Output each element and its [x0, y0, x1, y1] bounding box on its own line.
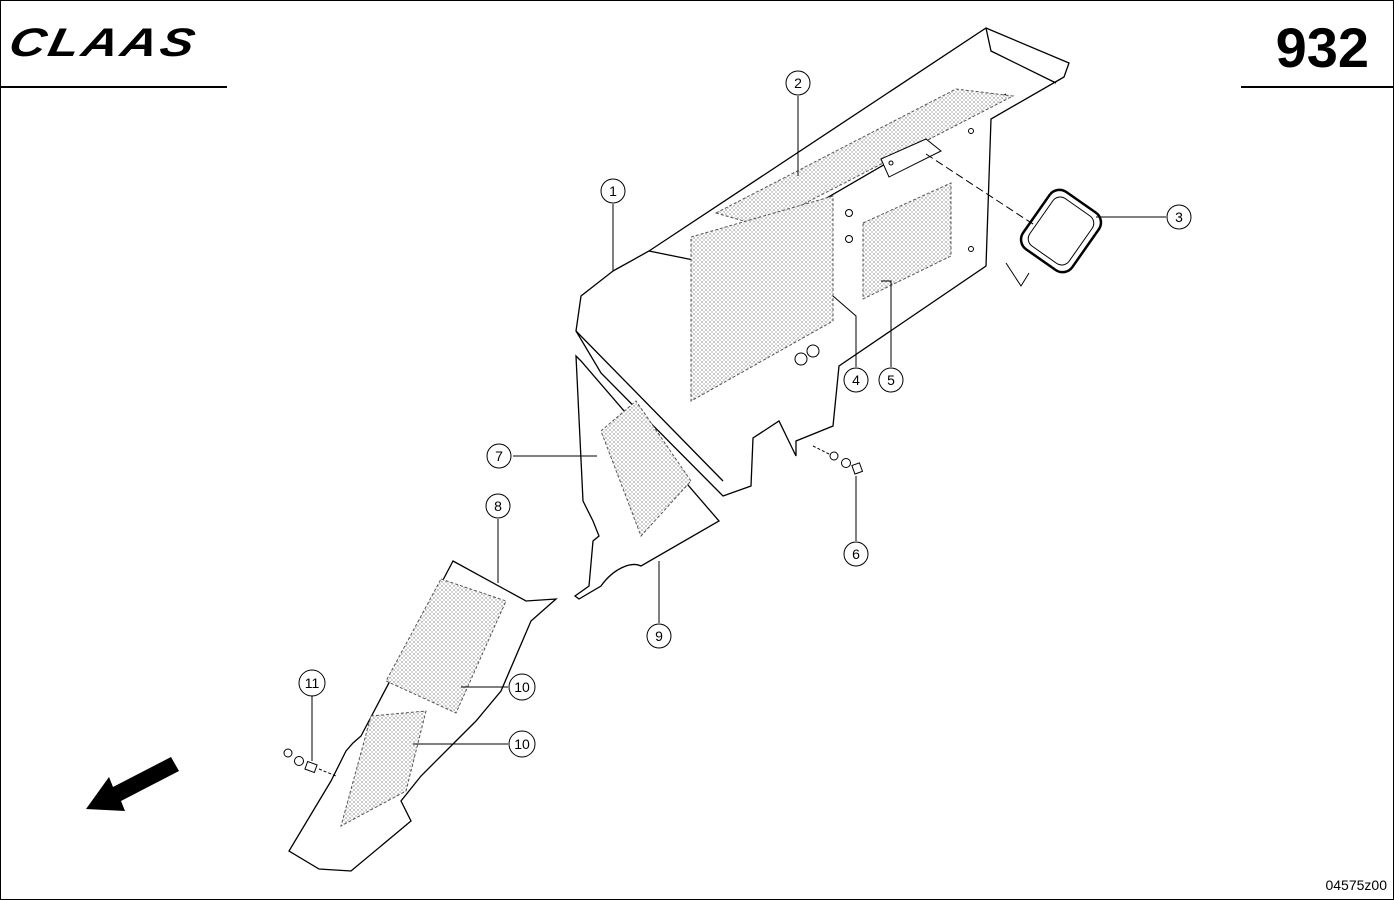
right-screen-panel: [862, 182, 952, 300]
window-dash-line: [925, 153, 1037, 227]
fastener-set-left: [283, 748, 337, 777]
left-screen-panel: [690, 195, 834, 402]
callout-label-9: 9: [655, 628, 663, 644]
callout-5: 5: [878, 367, 904, 393]
page-number: 932: [1275, 16, 1369, 79]
cover-screen-upper: [385, 578, 507, 714]
callout-2: 2: [785, 70, 811, 96]
callout-label-11: 11: [305, 675, 320, 691]
fastener-set-right: [812, 445, 864, 475]
callout-6: 6: [843, 541, 869, 567]
callout-label-8: 8: [494, 498, 502, 514]
panel-holes: [794, 128, 974, 366]
callout-label-4: 4: [852, 372, 860, 388]
callout-11: 11: [298, 669, 326, 697]
callout-8: 8: [485, 493, 511, 519]
window-bracket: [880, 138, 942, 178]
forward-direction-arrow-icon: [86, 757, 179, 811]
leader-lines: [311, 96, 1166, 761]
callout-label-10-upper: 10: [514, 679, 530, 695]
callout-4: 4: [843, 367, 869, 393]
header-rule-right: [1241, 86, 1393, 88]
callout-1: 1: [600, 178, 626, 204]
lower-screen-panel: [600, 400, 692, 537]
header-rule-left: [1, 86, 227, 88]
callout-9: 9: [646, 623, 672, 649]
callout-label-7: 7: [495, 448, 503, 464]
callout-7: 7: [486, 443, 512, 469]
callout-3: 3: [1166, 204, 1192, 230]
inspection-window: [1005, 188, 1103, 287]
callout-label-3: 3: [1175, 209, 1183, 225]
callout-label-5: 5: [887, 372, 895, 388]
callout-label-10-lower: 10: [514, 736, 530, 752]
callout-label-1: 1: [609, 183, 617, 199]
callout-10-lower: 10: [508, 730, 536, 758]
callout-label-6: 6: [852, 546, 860, 562]
callout-10-upper: 10: [508, 673, 536, 701]
drawing-code: 04575z00: [1325, 877, 1387, 893]
callout-label-2: 2: [794, 75, 802, 91]
cover-screen-lower: [340, 710, 427, 827]
